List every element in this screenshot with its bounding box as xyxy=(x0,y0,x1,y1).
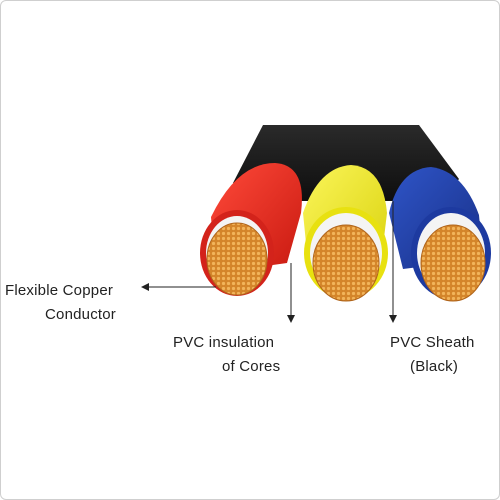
arrow-head-icon xyxy=(389,315,397,323)
insulation-label-line1: PVC insulation xyxy=(173,334,275,351)
red-core xyxy=(200,163,302,296)
pointer-sheath xyxy=(389,201,397,323)
copper-strands xyxy=(421,225,485,301)
arrow-head-icon xyxy=(287,315,295,323)
pointer-insulation xyxy=(287,263,295,323)
copper-strands xyxy=(313,225,379,301)
yellow-core xyxy=(303,165,388,302)
insulation-label-line2: of Cores xyxy=(222,358,281,375)
sheath-label-line2: (Black) xyxy=(410,358,459,375)
copper-conductor-label-line1: Flexible Copper xyxy=(5,282,114,299)
blue-core xyxy=(389,167,491,302)
arrow-head-icon xyxy=(141,283,149,291)
copper-conductor-label-line2: Conductor xyxy=(45,306,117,323)
sheath-label-line1: PVC Sheath xyxy=(390,334,475,351)
copper-strands xyxy=(207,223,267,295)
pointer-copper xyxy=(141,283,216,291)
